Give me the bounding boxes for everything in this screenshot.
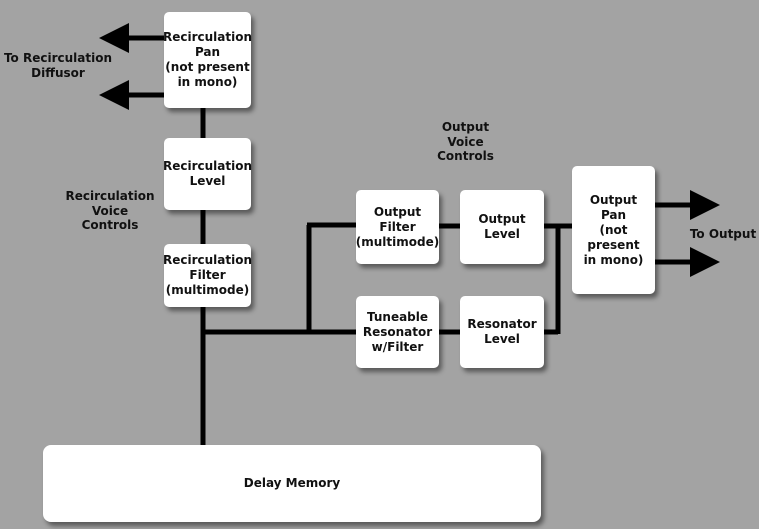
tuneable-resonator-box: Tuneable Resonator w/Filter <box>356 296 439 368</box>
resonator-level-box: Resonator Level <box>460 296 544 368</box>
output-level-box: Output Level <box>460 190 544 264</box>
recirculation-pan-box: Recirculation Pan (not present in mono) <box>163 12 252 108</box>
recirculation-voice-controls-label: Recirculation Voice Controls <box>65 189 155 233</box>
to-recirculation-diffusor-label: To Recirculation Diffusor <box>3 51 113 80</box>
output-voice-controls-label: Output Voice Controls <box>437 120 494 164</box>
recirculation-level-box: Recirculation Level <box>163 138 252 210</box>
output-filter-box: Output Filter (multimode) <box>356 190 439 264</box>
to-output-label: To Output <box>689 227 757 241</box>
output-pan-box: Output Pan (not present in mono) <box>572 166 655 294</box>
delay-memory-box: Delay Memory <box>43 445 541 522</box>
recirculation-filter-box: Recirculation Filter (multimode) <box>163 244 252 307</box>
